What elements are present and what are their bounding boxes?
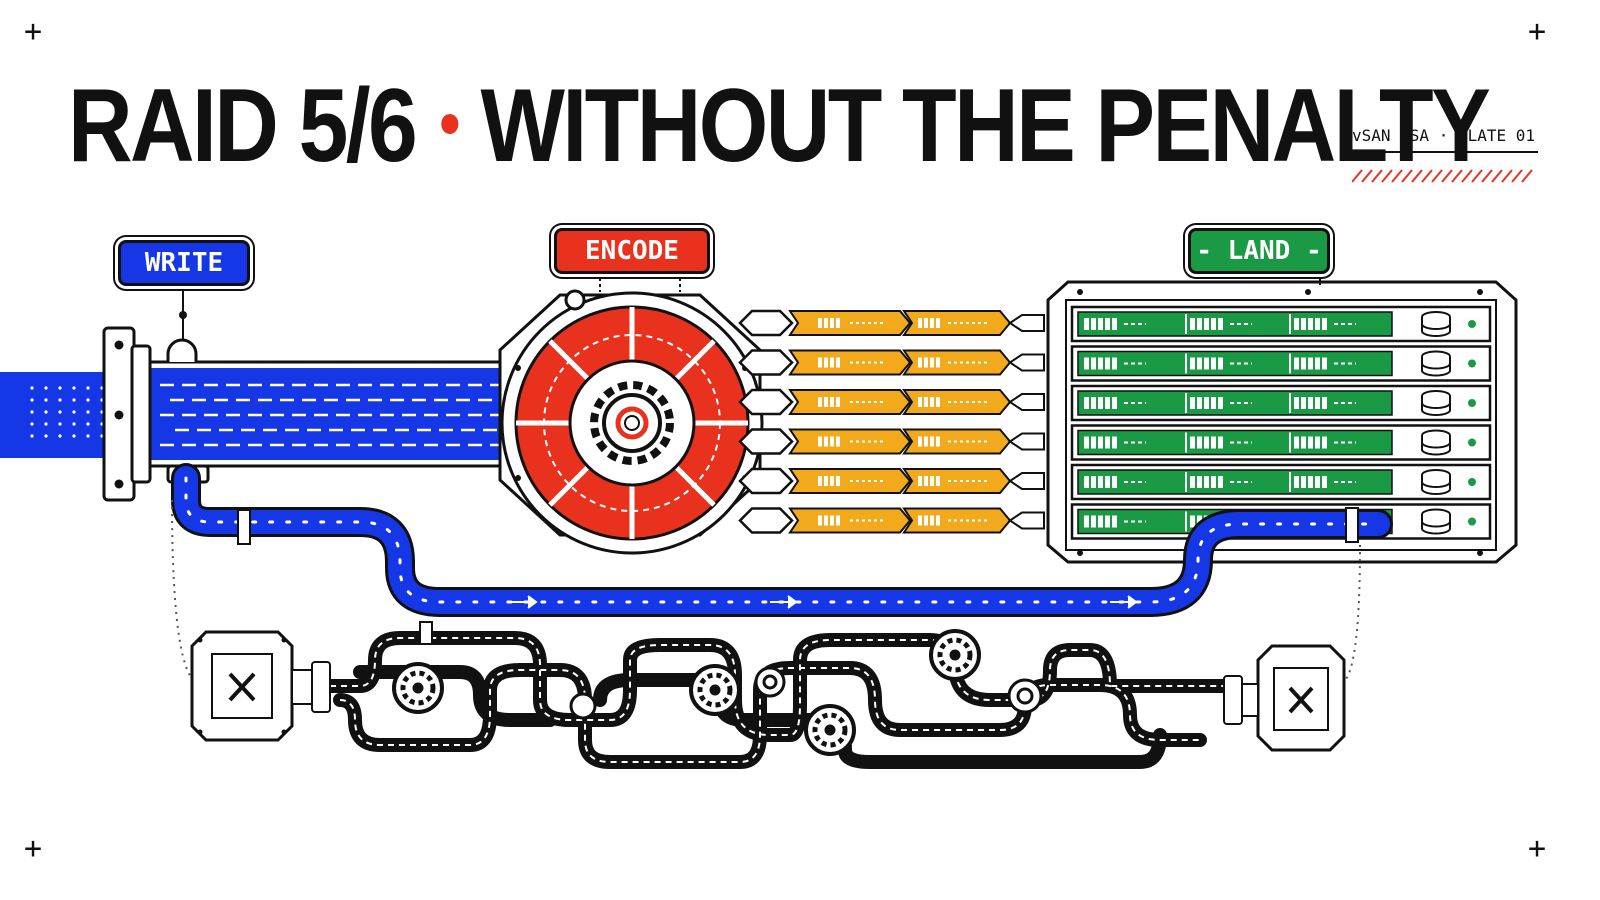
corner-mark-bottom-left: +	[23, 831, 43, 866]
disk-icon	[1421, 390, 1451, 416]
disk-icon	[1421, 469, 1451, 495]
stripe-row	[738, 349, 1045, 376]
stripe-plug	[1008, 472, 1045, 490]
disk-icon	[1421, 508, 1451, 535]
drive-slot	[1070, 384, 1492, 422]
legacy-start-block	[190, 630, 331, 742]
gear-icon	[590, 381, 674, 465]
stage-tag-land: - LAND -	[1188, 228, 1330, 274]
drive-slot	[1070, 463, 1492, 501]
stage-tag-encode: ENCODE	[554, 228, 710, 274]
drive-bar	[1077, 311, 1393, 337]
corner-mark-top-left: +	[23, 14, 43, 49]
drive-bar	[1077, 469, 1393, 495]
disk-icon	[1421, 429, 1451, 456]
drive-slots	[1070, 305, 1492, 540]
stripe-plug	[1008, 393, 1045, 411]
stripe-connector	[738, 428, 794, 455]
stripe-plug	[1008, 314, 1045, 332]
stripe-plug	[1008, 511, 1045, 530]
title-dot-separator	[440, 113, 459, 134]
drive-status-led	[1468, 478, 1476, 486]
stripe-plug	[1008, 353, 1045, 372]
incoming-write-stream	[0, 360, 520, 468]
stripe-connector	[738, 309, 794, 337]
stripe-row	[738, 428, 1045, 455]
valve-icon	[392, 629, 1043, 756]
drive-bar	[1077, 350, 1393, 377]
disk-icon	[1421, 350, 1451, 377]
drive-status-led	[1468, 359, 1476, 368]
drive-status-led	[1468, 399, 1476, 407]
drive-slot	[1070, 305, 1492, 343]
legacy-end-block	[1223, 644, 1346, 752]
corner-mark-bottom-right: +	[1527, 831, 1547, 866]
drive-bar	[1077, 390, 1393, 416]
stripe-row	[738, 467, 1045, 495]
corner-mark-top-right: +	[1527, 14, 1547, 49]
stripe-connector	[738, 349, 794, 376]
drive-slot	[1070, 424, 1492, 461]
plate-label: vSAN ESA · PLATE 01	[1352, 126, 1538, 153]
stripe-row	[738, 507, 1045, 534]
stripe-row	[738, 388, 1045, 416]
drive-status-led	[1468, 517, 1476, 526]
stage-tag-write: WRITE	[118, 240, 250, 286]
title-part-1: RAID 5/6	[68, 68, 418, 184]
x-mark-icon	[228, 672, 256, 702]
stripe-connector	[738, 388, 794, 416]
x-mark-icon	[1288, 686, 1314, 714]
data-stripes	[738, 309, 1045, 534]
drive-status-led	[1468, 438, 1476, 447]
direct-write-path	[171, 463, 1393, 617]
drive-status-led	[1468, 320, 1476, 328]
red-hatch-decoration	[1352, 169, 1533, 183]
drive-slot	[1070, 345, 1492, 382]
drive-bar	[1077, 429, 1393, 456]
stripe-plug	[1008, 432, 1045, 451]
title-part-2: WITHOUT THE PENALTY	[480, 68, 1491, 184]
stripe-connector	[738, 467, 794, 495]
stripe-connector	[738, 507, 794, 534]
stripe-row	[738, 309, 1045, 337]
erasure-encoder	[498, 289, 764, 555]
disk-icon	[1421, 311, 1451, 337]
